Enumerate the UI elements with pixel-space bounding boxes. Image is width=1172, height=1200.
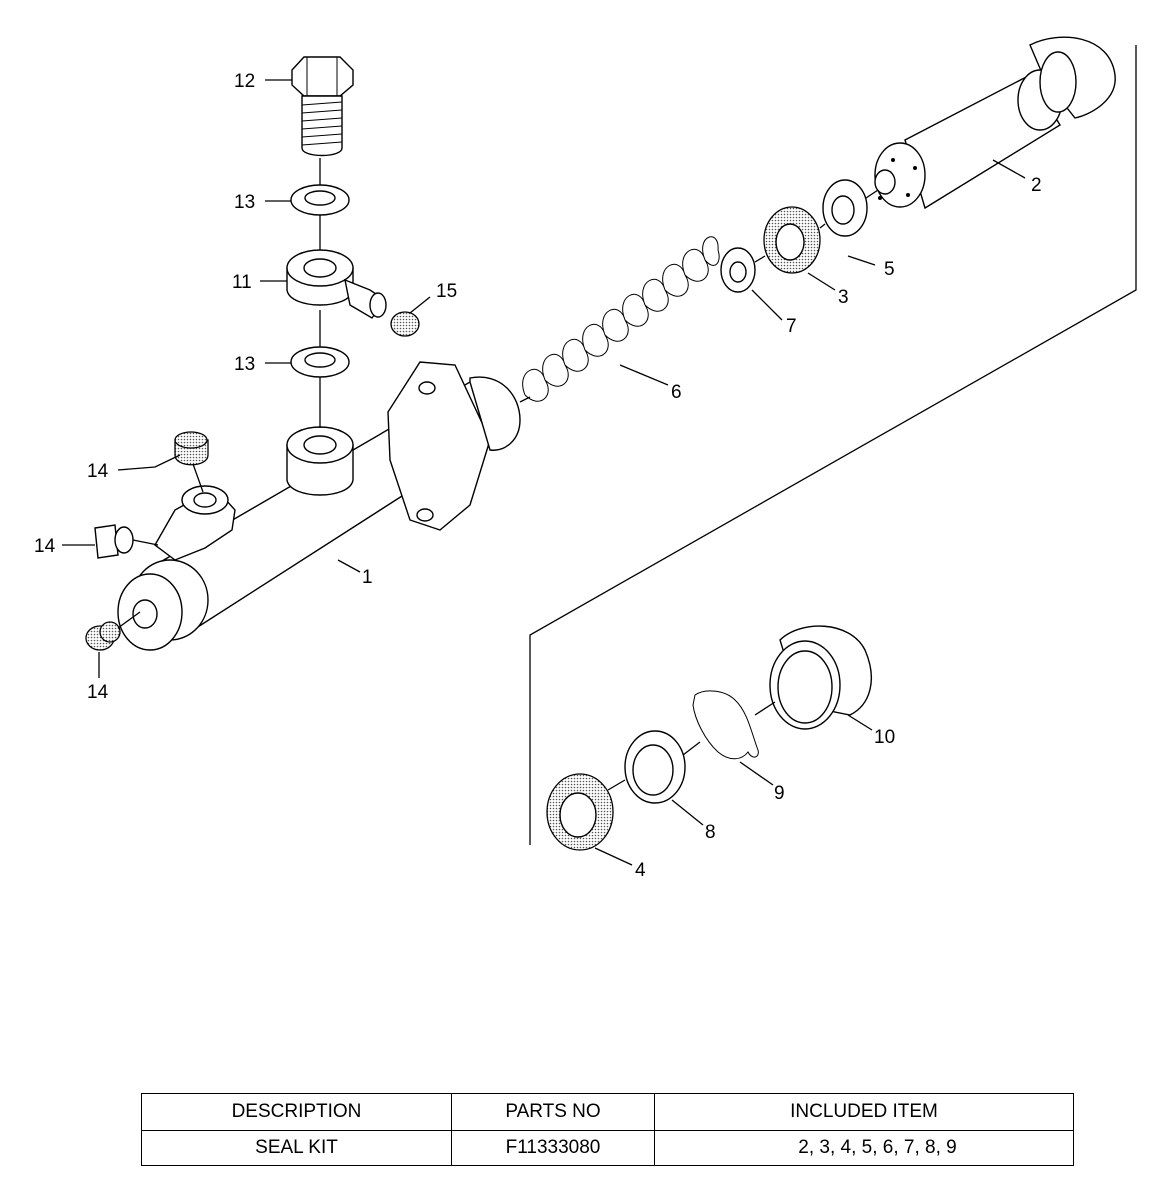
seal-kit-table: DESCRIPTION PARTS NO INCLUDED ITEM SEAL …: [141, 1093, 1074, 1166]
cell-included-item: 2, 3, 4, 5, 6, 7, 8, 9: [654, 1130, 1073, 1166]
callout-labels: 12 13 11 15 13 14 14 14 1 2 5 3 7 6 10 9…: [34, 71, 1042, 881]
part-13-washer-lower: [290, 346, 350, 378]
part-5-washer: [822, 179, 868, 237]
cell-description: SEAL KIT: [255, 1137, 338, 1159]
part-11-banjo: [286, 249, 387, 319]
part-8-ring: [624, 730, 686, 804]
callout-1: 1: [362, 567, 373, 588]
part-7-ring: [720, 247, 756, 293]
callout-14-side: 14: [34, 536, 56, 557]
header-description: DESCRIPTION: [231, 1100, 362, 1122]
callout-8: 8: [705, 822, 716, 843]
part-14-plug-bottom: [85, 621, 121, 651]
callout-13-lower: 13: [234, 354, 255, 375]
callout-5: 5: [884, 259, 895, 280]
part-2-push-rod: [874, 36, 1116, 210]
callout-13-upper: 13: [234, 192, 255, 213]
callout-2: 2: [1031, 175, 1042, 196]
callout-3: 3: [838, 287, 849, 308]
part-3-seal: [763, 206, 821, 274]
leader-lines: [62, 79, 1026, 866]
part-13-washer-upper: [290, 184, 350, 216]
table-row: SEAL KIT F11333080 2, 3, 4, 5, 6, 7, 8, …: [142, 1129, 1073, 1166]
part-14-plug-top: [174, 431, 209, 466]
callout-10: 10: [874, 727, 895, 748]
header-included-item: INCLUDED ITEM: [654, 1094, 1073, 1130]
callout-12: 12: [234, 71, 255, 92]
part-1-cylinder-body: [117, 361, 521, 651]
callout-11: 11: [232, 272, 252, 293]
table-header-row: DESCRIPTION PARTS NO INCLUDED ITEM: [142, 1094, 1073, 1130]
part-9-clip: [692, 690, 759, 760]
callout-14-bottom: 14: [87, 682, 109, 703]
exploded-parts-diagram: 12 13 11 15 13 14 14 14 1 2 5 3 7 6 10 9…: [34, 36, 1137, 881]
header-parts-no: PARTS NO: [451, 1094, 654, 1130]
part-4-seal: [546, 773, 614, 851]
callout-4: 4: [635, 860, 646, 881]
callout-7: 7: [786, 316, 797, 337]
callout-14-top: 14: [87, 461, 109, 482]
part-10-sleeve: [769, 625, 872, 730]
callout-6: 6: [671, 382, 682, 403]
part-14-plug-side: [94, 524, 134, 559]
part-6-spring: [522, 236, 720, 402]
subassembly-frame: [529, 45, 1137, 845]
callout-9: 9: [774, 783, 785, 804]
part-15-cap: [390, 311, 420, 337]
callout-15: 15: [436, 281, 457, 302]
alignment-lines: [117, 158, 879, 791]
part-12-bolt: [291, 56, 354, 157]
cell-parts-no: F11333080: [451, 1130, 654, 1166]
